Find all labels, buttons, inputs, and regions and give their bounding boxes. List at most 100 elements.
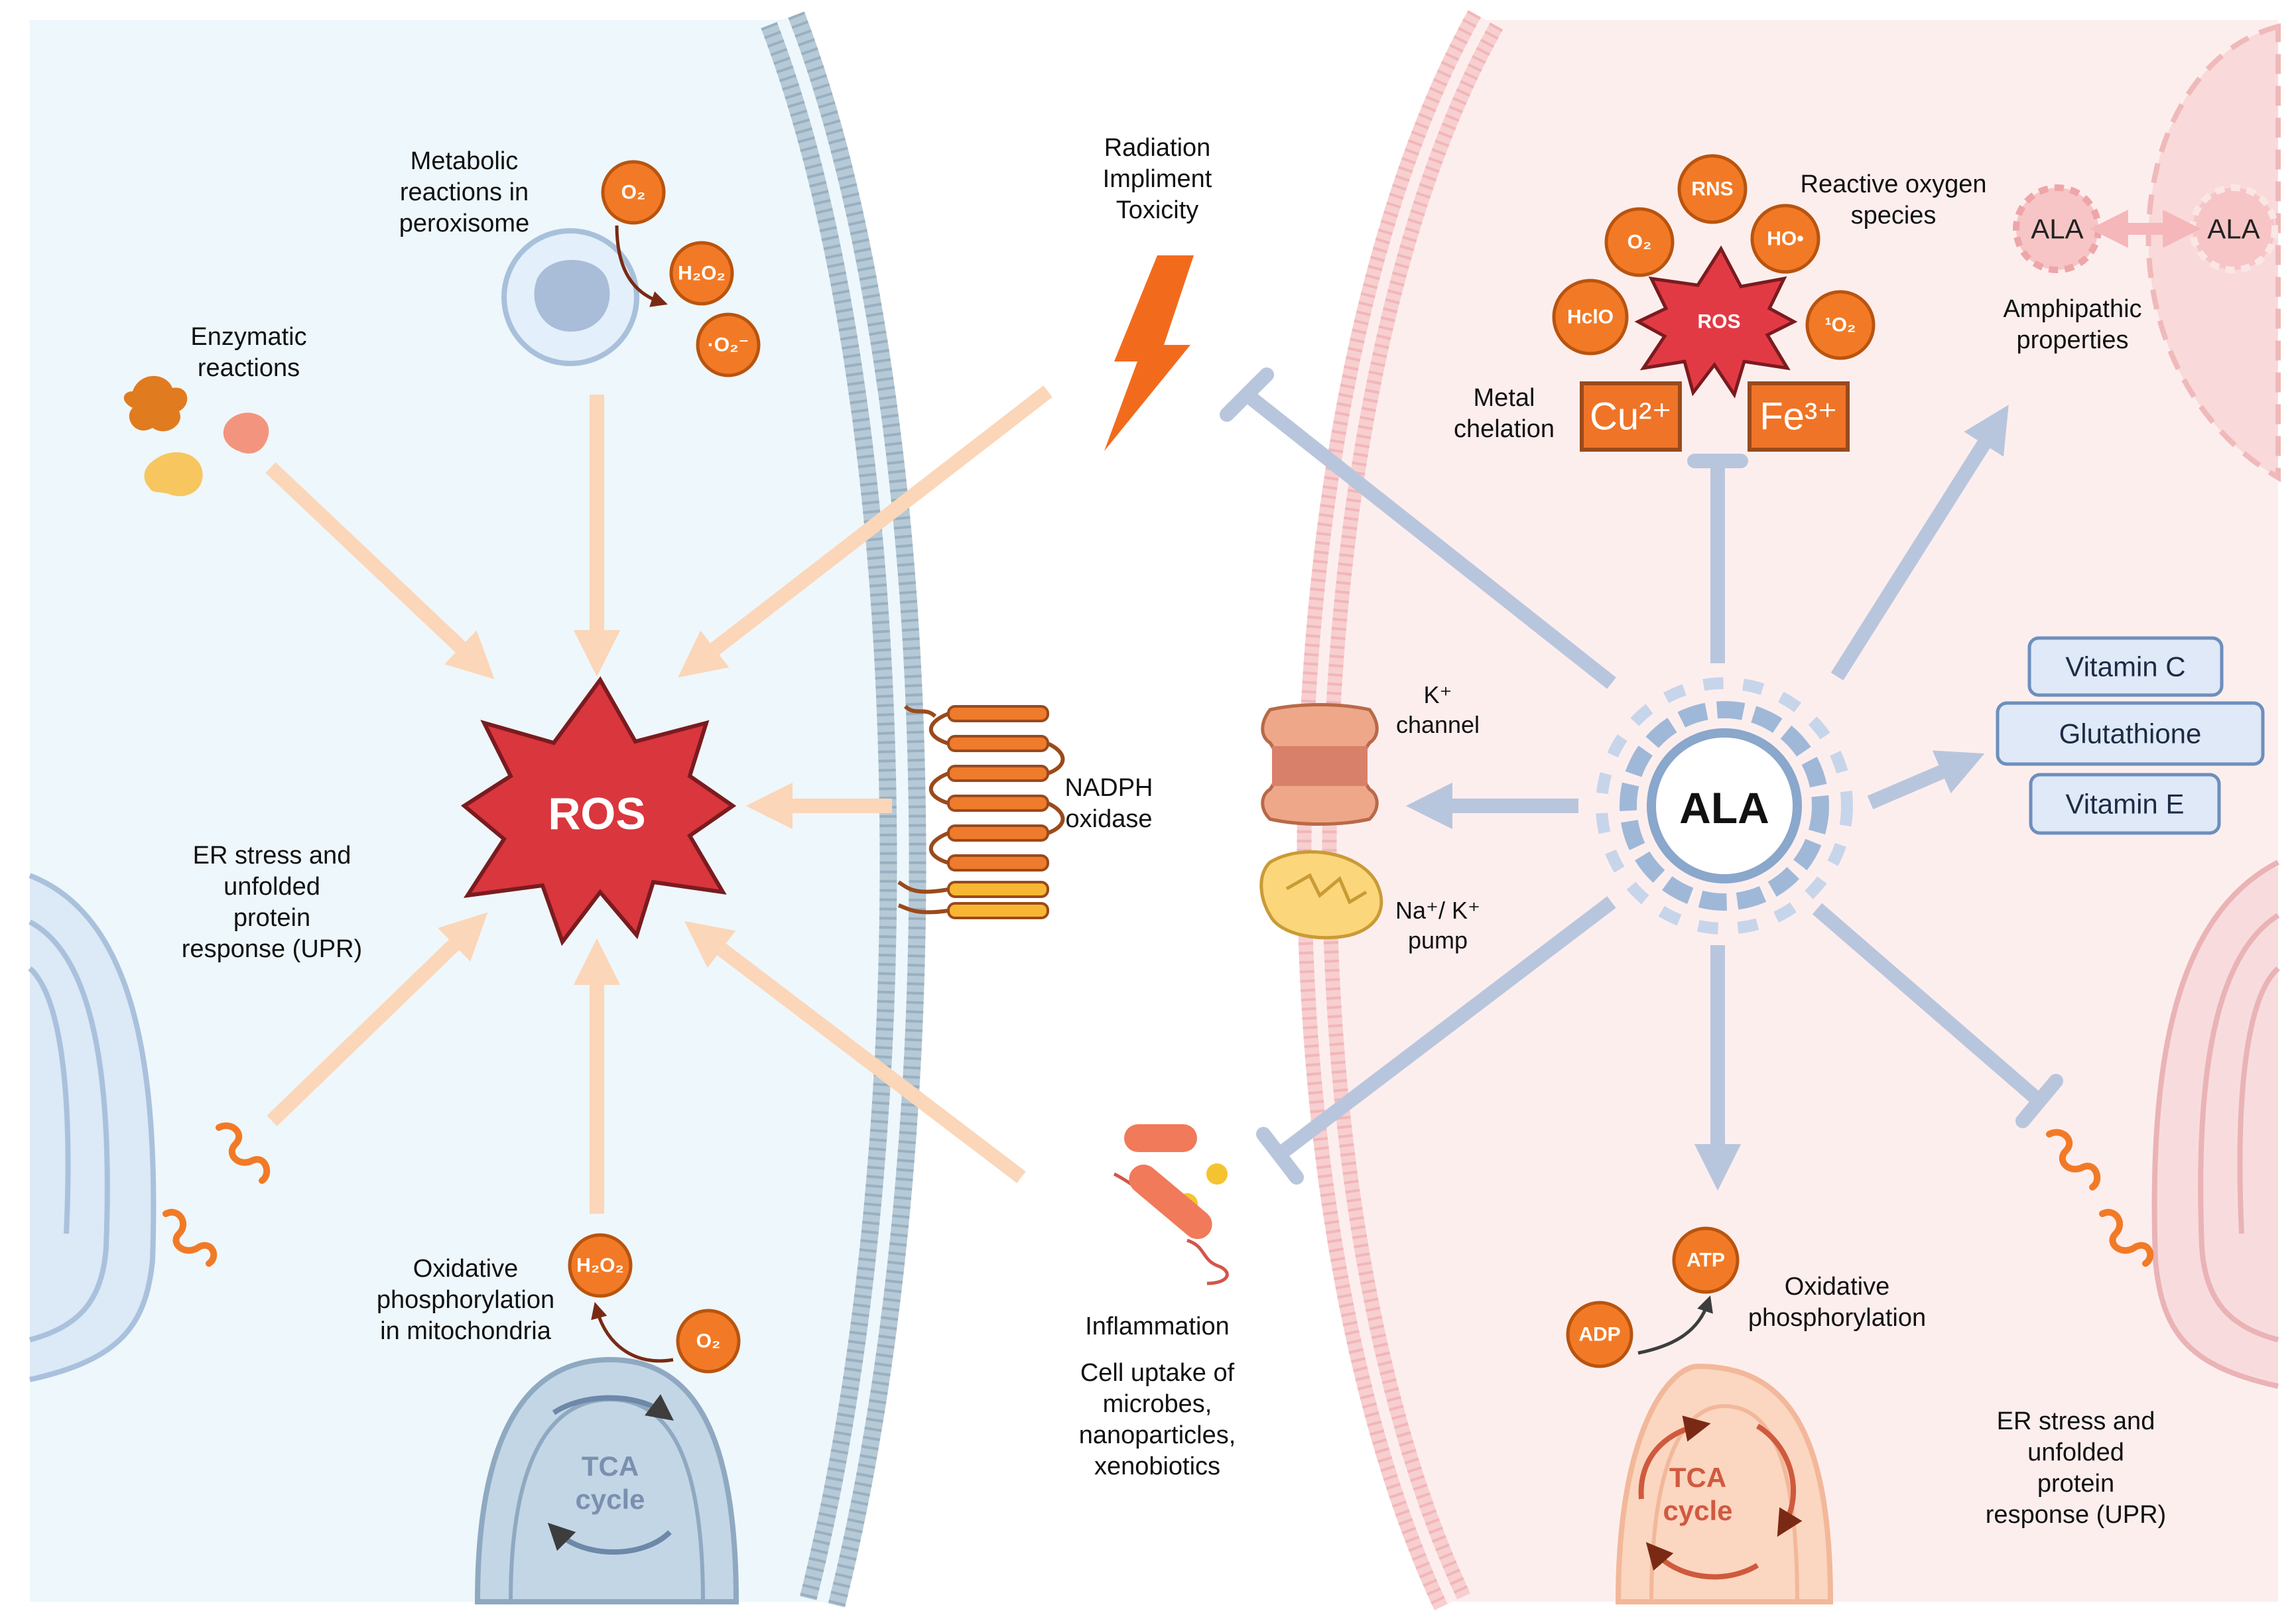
inhibit-ala-radiation	[1242, 389, 1616, 689]
nadph-helix-8	[947, 902, 1049, 919]
vitamin-c-label: Vitamin C	[2065, 651, 2185, 682]
left-er-label-3: protein	[233, 904, 310, 932]
nadph-helix-2	[947, 735, 1049, 752]
ala-center-label: ALA	[1679, 783, 1769, 832]
bacterium-flagellum-2	[1186, 1238, 1229, 1285]
uptake-label-4: xenobiotics	[1094, 1453, 1220, 1480]
inhibit-bar-radiation	[1220, 367, 1274, 422]
radiation-label-2: Impliment	[1103, 165, 1212, 193]
arrow-ala-amphipathic	[1830, 405, 2009, 681]
nadph-label-2: oxidase	[1066, 805, 1153, 833]
arrow-inflammation-to-ros	[684, 921, 1026, 1183]
left-er-label-1: ER stress and	[193, 842, 351, 870]
right-er-label-group: ER stress and unfolded protein response …	[1986, 1129, 2166, 1529]
right-ros-starburst-label: ROS	[1697, 311, 1740, 333]
hydroxyl-label: HO•	[1767, 228, 1804, 250]
k-channel-label-2: channel	[1396, 711, 1480, 738]
right-er-label-4: response (UPR)	[1986, 1501, 2166, 1529]
amphipathic-label-2: properties	[2017, 326, 2129, 354]
radiation-group: Radiation Impliment Toxicity	[1103, 134, 1212, 451]
nadph-oxidase-group: NADPH oxidase	[897, 704, 1153, 919]
peroxisome-group: Metabolic reactions in peroxisome O₂ H₂O…	[399, 147, 761, 377]
nadph-helix-3	[947, 765, 1049, 782]
right-mito-label-1: Oxidative	[1785, 1273, 1889, 1301]
left-mito-h2o2-molecule	[568, 1233, 633, 1298]
singlet-o2-molecule	[1805, 290, 1876, 360]
enzyme-2-icon	[223, 413, 269, 454]
right-er-label-1: ER stress and	[1997, 1407, 2155, 1435]
ala-amphi-a-label: ALA	[2031, 214, 2083, 245]
right-ros-starburst	[1634, 245, 1798, 399]
arrow-enzymatic-to-ros	[265, 462, 495, 680]
uptake-label-3: nanoparticles,	[1079, 1421, 1236, 1449]
hclo-molecule	[1552, 279, 1629, 356]
peroxisome-superoxide-molecule	[696, 312, 761, 377]
left-mito-label-3: in mitochondria	[380, 1317, 552, 1345]
glutathione-label: Glutathione	[2059, 718, 2202, 749]
glutathione-box	[1996, 701, 2265, 766]
uptake-label-1: Cell uptake of	[1080, 1359, 1235, 1387]
ala-center-group: ALA	[1596, 677, 1853, 935]
metal-chelation-group: Metal chelation Cu²⁺ Fe³⁺	[1454, 381, 1850, 452]
ros-center-group: ROS	[460, 676, 737, 946]
left-mito-group: Oxidative phosphorylation in mitochondri…	[377, 1233, 741, 1604]
enzyme-1-icon	[123, 375, 188, 432]
nadph-loops	[928, 712, 1065, 865]
right-unfolded-protein-2-icon	[2099, 1208, 2154, 1267]
right-ros-label-2: species	[1851, 202, 1937, 229]
bacterium-icon	[1129, 1164, 1212, 1240]
peroxisome-label-2: reactions in	[400, 178, 529, 206]
cu-ion-box	[1580, 381, 1682, 452]
fe-ion-box	[1748, 381, 1850, 452]
right-er-label-3: protein	[2037, 1470, 2114, 1498]
left-cell-membrane	[761, 11, 926, 1608]
fe-ion-label: Fe³⁺	[1759, 395, 1838, 438]
metal-label-2: chelation	[1454, 415, 1555, 443]
left-tca-arrow-top	[552, 1394, 674, 1421]
left-mito-label-2: phosphorylation	[377, 1286, 554, 1314]
right-tca-label-1: TCA	[1669, 1462, 1726, 1493]
enzymatic-group: Enzymatic reactions	[123, 323, 307, 497]
peroxisome-h2o2-label: H₂O₂	[678, 263, 726, 285]
radiation-label-3: Toxicity	[1116, 196, 1199, 224]
ala-vesicle-outer	[1620, 701, 1829, 911]
peroxisome-o2-label: O₂	[621, 182, 646, 204]
peroxisome-label-1: Metabolic	[411, 147, 519, 175]
left-tca-arrow-bottom	[547, 1522, 672, 1555]
metal-label-1: Metal	[1474, 384, 1535, 412]
inhibit-ala-inflammation	[1275, 896, 1616, 1160]
right-tca-arrow-bottom	[1645, 1541, 1759, 1580]
ros-starburst	[460, 676, 737, 946]
left-mito-o2-molecule	[676, 1309, 741, 1374]
cu-ion-label: Cu²⁺	[1590, 395, 1672, 438]
k-channel-pore	[1272, 746, 1368, 786]
na-k-pump-label-2: pump	[1408, 927, 1468, 954]
hydroxyl-molecule	[1750, 204, 1820, 274]
right-er-organelle	[2151, 860, 2280, 1389]
inflammation-group: Inflammation Cell uptake of microbes, na…	[1079, 1124, 1236, 1480]
k-channel-label-1: K⁺	[1423, 681, 1452, 708]
right-ros-label-1: Reactive oxygen	[1801, 170, 1987, 198]
ros-center-label: ROS	[548, 789, 645, 839]
arrow-ala-antioxidants	[1867, 750, 1985, 810]
peroxisome-o2-molecule	[601, 160, 666, 225]
ala-vesicle-halo	[1596, 677, 1853, 935]
enzyme-3-icon	[144, 452, 203, 497]
inflammation-label: Inflammation	[1085, 1313, 1230, 1340]
nanoparticle-1-icon	[1206, 1163, 1228, 1185]
atp-molecule	[1672, 1226, 1740, 1294]
right-unfolded-protein-1-icon	[2046, 1129, 2101, 1191]
peroxisome-label-3: peroxisome	[399, 210, 529, 237]
enzymatic-label-2: reactions	[198, 354, 300, 382]
nadph-helix-7	[947, 881, 1049, 898]
inhibit-bar-inflammation	[1256, 1127, 1304, 1185]
left-mito-reaction-arrow	[591, 1301, 674, 1363]
left-er-organelle	[28, 873, 157, 1382]
arrow-er-to-ros	[267, 912, 488, 1126]
right-mito-label-2: phosphorylation	[1748, 1304, 1926, 1332]
ros-arrows	[265, 385, 1052, 1214]
arrow-radiation-to-ros	[678, 385, 1052, 678]
adp-label: ADP	[1578, 1324, 1620, 1346]
peroxisome-h2o2-molecule	[669, 241, 734, 306]
